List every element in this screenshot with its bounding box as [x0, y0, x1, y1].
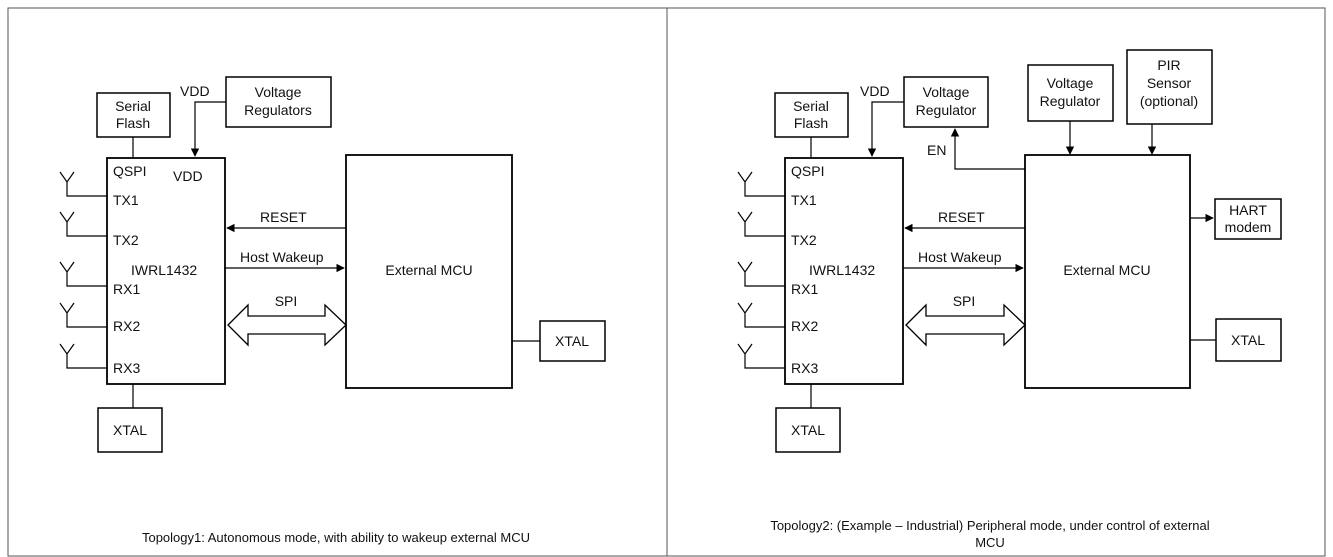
host-wakeup-label: Host Wakeup: [240, 249, 324, 265]
chip-name-label: IWRL1432: [131, 262, 197, 278]
voltage-regulator-chip-label-line2: Regulator: [916, 102, 977, 118]
antenna-tx2: [59, 211, 107, 237]
pir-sensor-label-line3: (optional): [1140, 93, 1198, 109]
voltage-regulators-label-line1: Voltage: [255, 84, 302, 100]
antenna-rx3: [59, 343, 107, 369]
chip-xtal-box: [97, 407, 163, 453]
chip-xtal-label: XTAL: [113, 422, 147, 438]
en-wire: [950, 128, 1025, 170]
serial-flash-box: [96, 92, 171, 138]
spi-arrow: [905, 303, 1026, 347]
antenna-rx3: [737, 343, 785, 369]
rx3-pin-label: RX3: [791, 360, 818, 376]
tx2-pin-label: TX2: [791, 232, 817, 248]
antenna-tx2: [737, 211, 785, 237]
topology2-caption-line2: MCU: [975, 535, 1005, 550]
serial-flash-label-line1: Serial: [793, 98, 829, 114]
tx1-pin-label: TX1: [791, 192, 817, 208]
rx3-pin-label: RX3: [113, 360, 140, 376]
voltage-regulators-box: [225, 76, 332, 128]
hart-modem-label-line1: HART: [1229, 202, 1267, 218]
antenna-rx2: [737, 302, 785, 328]
antenna-tx1: [59, 171, 107, 197]
tx2-pin-label: TX2: [113, 232, 139, 248]
vdd-wire: [867, 101, 904, 157]
spi-label: SPI: [275, 293, 298, 309]
mcu-xtal-box: [1215, 318, 1282, 362]
antenna-rx1: [737, 261, 785, 287]
serial-flash-label-line2: Flash: [116, 115, 150, 131]
mcu-xtal-box: [539, 320, 606, 362]
mcu-xtal-label: XTAL: [555, 333, 589, 349]
voltage-regulator-chip-box: [903, 76, 989, 128]
iwrl1432-chip: [106, 157, 226, 385]
vdd-wire-label: VDD: [180, 83, 210, 99]
external-mcu-box: [1024, 154, 1191, 389]
external-mcu-label: External MCU: [385, 262, 472, 278]
topology2-caption-line1: Topology2: (Example – Industrial) Periph…: [770, 518, 1209, 533]
qspi-pin-label: QSPI: [113, 163, 146, 179]
vdd-wire: [190, 101, 226, 157]
chip-xtal-label: XTAL: [791, 422, 825, 438]
vdd-wire-label: VDD: [860, 83, 890, 99]
pir-sensor-label-line2: Sensor: [1147, 75, 1192, 91]
mcu-xtal-label: XTAL: [1231, 332, 1265, 348]
topology1-caption: Topology1: Autonomous mode, with ability…: [142, 530, 530, 545]
antenna-rx2: [59, 302, 107, 328]
spi-arrow: [227, 303, 347, 347]
spi-label: SPI: [953, 293, 976, 309]
vdd-pin-label: VDD: [173, 168, 203, 184]
voltage-regulators-label-line2: Regulators: [244, 102, 312, 118]
external-mcu-box: [345, 154, 513, 389]
antenna-rx1: [59, 261, 107, 287]
serial-flash-label-line2: Flash: [794, 115, 828, 131]
pir-sensor-box: [1126, 49, 1213, 125]
reset-label: RESET: [938, 209, 985, 225]
antenna-tx1: [737, 171, 785, 197]
rx1-pin-label: RX1: [791, 281, 818, 297]
pir-sensor-label-line1: PIR: [1157, 57, 1180, 73]
chip-xtal-box: [775, 407, 841, 453]
hart-modem-label-line2: modem: [1225, 219, 1272, 235]
qspi-pin-label: QSPI: [791, 163, 824, 179]
en-label: EN: [927, 142, 946, 158]
serial-flash-label-line1: Serial: [115, 98, 151, 114]
rx1-pin-label: RX1: [113, 281, 140, 297]
chip-name-label: IWRL1432: [809, 262, 875, 278]
hart-modem-box: [1214, 198, 1282, 240]
host-wakeup-label: Host Wakeup: [918, 249, 1002, 265]
serial-flash-box: [774, 92, 849, 138]
external-mcu-label: External MCU: [1063, 262, 1150, 278]
topology1-panel: Serial Flash Voltage Regulators VDD QSPI…: [59, 76, 606, 545]
iwrl1432-chip: [784, 157, 904, 385]
voltage-regulator-mcu-box: [1027, 64, 1114, 122]
rx2-pin-label: RX2: [791, 318, 818, 334]
voltage-regulator-mcu-label-line1: Voltage: [1047, 75, 1094, 91]
reset-label: RESET: [260, 209, 307, 225]
topology2-panel: Serial Flash Voltage Regulator VDD EN Vo…: [737, 49, 1282, 550]
voltage-regulator-mcu-label-line2: Regulator: [1040, 93, 1101, 109]
voltage-regulator-chip-label-line1: Voltage: [923, 84, 970, 100]
rx2-pin-label: RX2: [113, 318, 140, 334]
tx1-pin-label: TX1: [113, 192, 139, 208]
